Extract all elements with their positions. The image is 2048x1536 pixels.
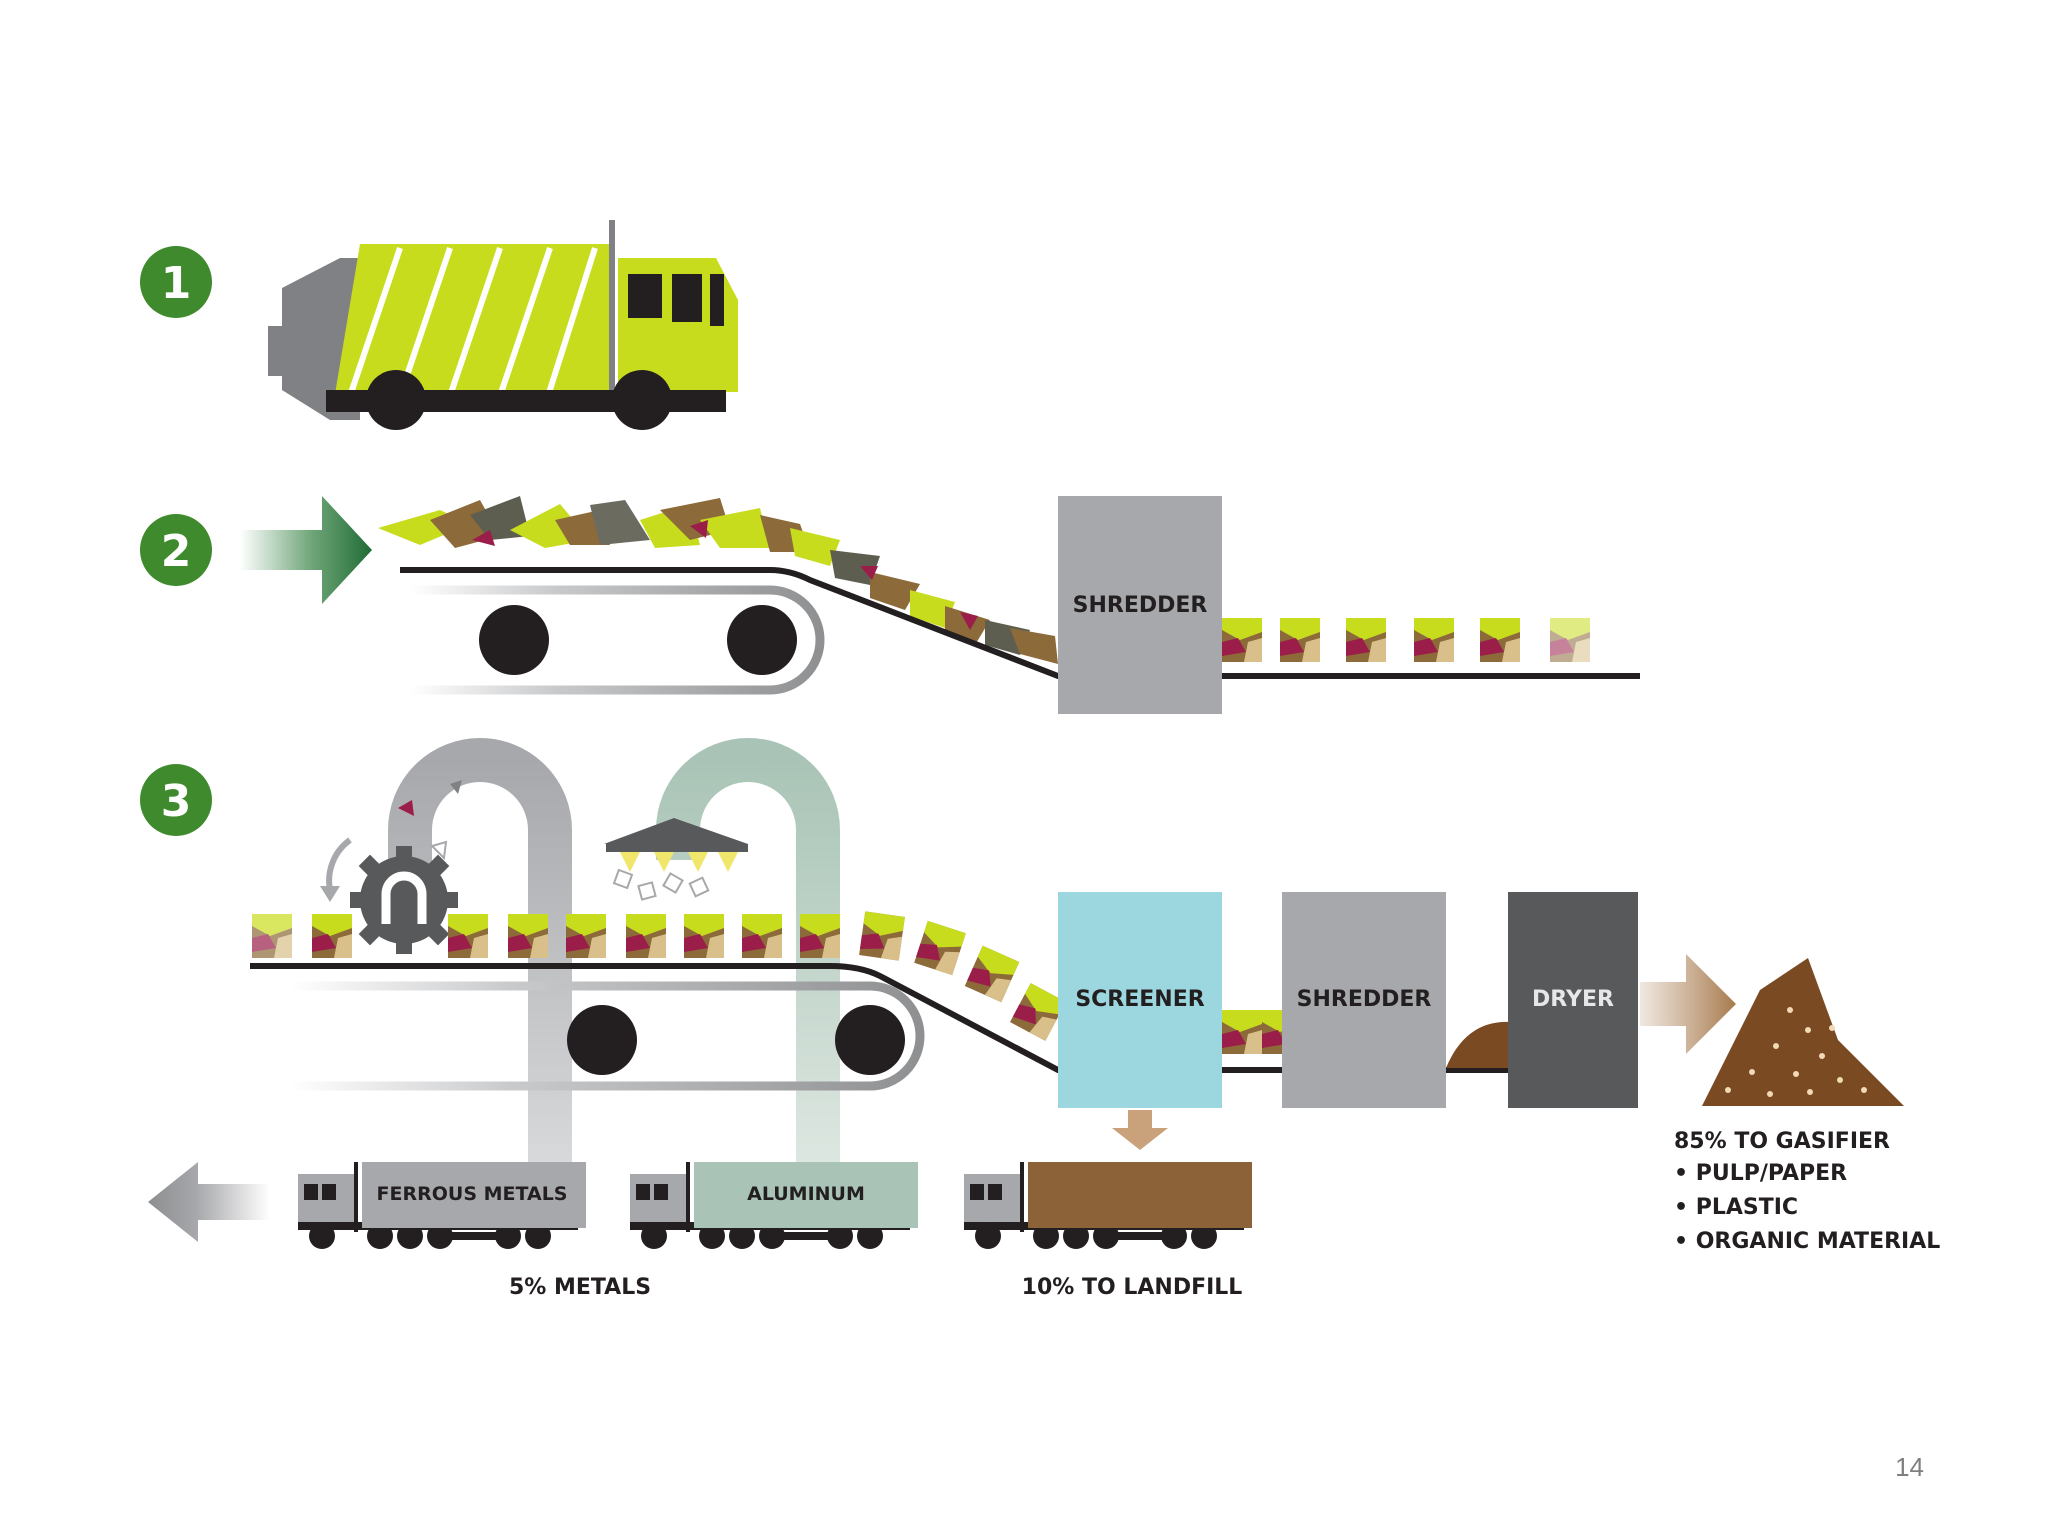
- metal-pipe-aluminum: [656, 738, 840, 1164]
- dried-fuel-pile: [1702, 958, 1904, 1106]
- gasifier-caption: 85% TO GASIFIER • PULP/PAPER • PLASTIC •…: [1674, 1129, 1940, 1254]
- shredded-material-pile: [1446, 1021, 1510, 1068]
- input-arrow: [240, 496, 372, 604]
- gasifier-item-organic: • ORGANIC MATERIAL: [1674, 1229, 1940, 1254]
- step-3-badge: 3: [140, 764, 212, 836]
- down-arrow-landfill: [1112, 1110, 1168, 1150]
- shredder-bottom: SHREDDER: [1282, 892, 1446, 1108]
- ferrous-metals-label: FERROUS METALS: [377, 1183, 568, 1205]
- shredded-cubes-top: [1222, 618, 1590, 662]
- step-3-number: 3: [161, 776, 192, 827]
- conveyor-belt-top: [400, 567, 1640, 695]
- page-number: 14: [1895, 1452, 1924, 1482]
- ferrous-metals-truck: FERROUS METALS: [298, 1162, 586, 1249]
- dryer-label: DRYER: [1532, 987, 1614, 1012]
- output-arrow: [1640, 954, 1736, 1054]
- shredder-top: SHREDDER: [1058, 496, 1222, 714]
- conveyor-belt-bottom: [250, 963, 1530, 1091]
- shredder-bottom-label: SHREDDER: [1297, 987, 1432, 1012]
- metals-caption: 5% METALS: [509, 1275, 651, 1300]
- step-1-badge: 1: [140, 246, 212, 318]
- metal-pipe-ferrous: [388, 738, 572, 1164]
- mixed-waste-pile: [378, 496, 1058, 664]
- landfill-caption: 10% TO LANDFILL: [1022, 1275, 1243, 1300]
- step-2-number: 2: [161, 526, 192, 577]
- garbage-truck-icon: [268, 220, 738, 430]
- magnet-gear-icon: [320, 780, 462, 954]
- landfill-truck: [964, 1162, 1252, 1249]
- step-2-badge: 2: [140, 514, 212, 586]
- shredder-top-label: SHREDDER: [1073, 593, 1208, 618]
- gasifier-item-plastic: • PLASTIC: [1674, 1195, 1798, 1220]
- aluminum-truck: ALUMINUM: [630, 1162, 918, 1249]
- step-1-number: 1: [161, 258, 192, 309]
- eddy-current-lamp-icon: [604, 818, 748, 901]
- dryer: DRYER: [1508, 892, 1638, 1108]
- screener: SCREENER: [1058, 892, 1222, 1108]
- exit-arrow: [148, 1162, 270, 1242]
- screener-label: SCREENER: [1075, 987, 1204, 1012]
- gasifier-item-pulp: • PULP/PAPER: [1674, 1161, 1847, 1186]
- aluminum-label: ALUMINUM: [747, 1183, 865, 1205]
- gasifier-title: 85% TO GASIFIER: [1674, 1129, 1890, 1154]
